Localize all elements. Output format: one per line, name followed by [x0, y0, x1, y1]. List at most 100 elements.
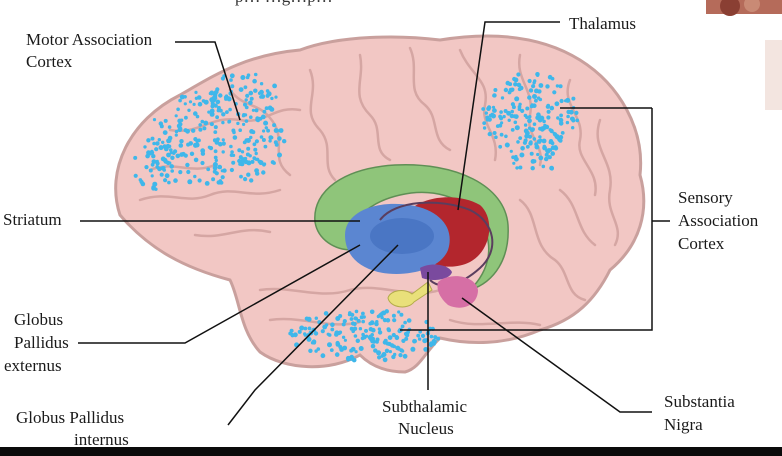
projection-dot [218, 93, 223, 98]
projection-dot [146, 138, 151, 143]
projection-dot [152, 118, 157, 122]
projection-dot [402, 353, 408, 359]
projection-dot [204, 181, 210, 186]
projection-dot [278, 128, 282, 133]
projection-dot [243, 102, 247, 107]
projection-dot [525, 144, 530, 149]
projection-dot [527, 118, 532, 124]
projection-dot [221, 112, 226, 117]
projection-dot [351, 357, 357, 363]
projection-dot [486, 106, 491, 111]
projection-dot [558, 138, 563, 143]
projection-dot [406, 318, 412, 323]
projection-dot [212, 165, 218, 171]
projection-dot [516, 82, 521, 87]
projection-dot [377, 327, 382, 331]
projection-dot [238, 87, 244, 92]
projection-dot [558, 84, 563, 89]
projection-dot [531, 84, 536, 89]
projection-dot [432, 342, 436, 346]
projection-dot [303, 333, 307, 337]
projection-dot [388, 350, 392, 354]
projection-dot [360, 336, 365, 341]
projection-dot [549, 105, 555, 111]
projection-dot [238, 162, 242, 166]
projection-dot [236, 121, 240, 126]
projection-dot [194, 142, 200, 148]
projection-dot [186, 142, 191, 147]
projection-dot [174, 133, 178, 137]
label-thalamus: Thalamus [569, 14, 637, 33]
projection-dot [178, 98, 182, 103]
projection-dot [240, 150, 245, 154]
projection-dot [254, 151, 258, 156]
projection-dot [544, 156, 549, 162]
projection-dot [229, 153, 234, 158]
projection-dots [133, 72, 580, 363]
projection-dot [193, 111, 198, 116]
projection-dot [559, 113, 563, 118]
projection-dot [345, 355, 351, 361]
projection-dot [179, 139, 184, 144]
projection-dot [158, 145, 164, 151]
label-gpe-line2: Pallidus [14, 333, 69, 352]
projection-dot [334, 332, 339, 337]
projection-dot [266, 128, 270, 133]
projection-dot [548, 139, 554, 144]
projection-dot [169, 150, 174, 155]
projection-dot [169, 164, 174, 169]
projection-dot [215, 99, 221, 105]
projection-dot [255, 171, 260, 176]
projection-dot [221, 141, 226, 146]
projection-dot [313, 331, 319, 336]
projection-dot [544, 152, 549, 157]
projection-dot [170, 169, 174, 173]
projection-dot [323, 311, 329, 316]
projection-dot [398, 353, 403, 358]
globus-pallidus-inner [370, 218, 434, 254]
projection-dot [361, 311, 365, 316]
projection-dot [229, 78, 233, 82]
projection-dot [338, 330, 343, 335]
projection-dot [499, 132, 504, 137]
projection-dot [361, 332, 365, 337]
projection-dot [198, 123, 202, 127]
projection-dot [246, 172, 251, 177]
projection-dot [189, 151, 195, 156]
projection-dot [250, 159, 255, 164]
projection-dot [238, 128, 242, 132]
projection-dot [528, 140, 533, 145]
projection-dot [216, 180, 221, 185]
projection-dot [232, 135, 238, 140]
projection-dot [176, 107, 180, 112]
projection-dot [178, 143, 184, 148]
projection-dot [218, 165, 223, 170]
projection-dot [259, 135, 264, 139]
bottom-black-bar [0, 447, 782, 456]
projection-dot [538, 135, 542, 139]
projection-dot [350, 321, 356, 326]
projection-dot [248, 90, 254, 96]
projection-dot [229, 144, 233, 149]
projection-dot [164, 173, 170, 179]
projection-dot [538, 97, 543, 102]
projection-dot [314, 316, 318, 320]
projection-dot [154, 147, 159, 152]
projection-dot [273, 128, 279, 133]
projection-dot [263, 120, 269, 126]
projection-dot [227, 119, 232, 124]
projection-dot [509, 113, 514, 119]
projection-dot [518, 136, 523, 141]
projection-dot [133, 155, 138, 160]
projection-dot [249, 96, 254, 101]
projection-dot [500, 121, 504, 125]
projection-dot [260, 114, 266, 120]
projection-dot [532, 159, 537, 164]
projection-dot [178, 170, 183, 175]
projection-dot [515, 166, 519, 170]
projection-dot [380, 315, 384, 320]
projection-dot [403, 320, 407, 325]
projection-dot [538, 83, 544, 88]
label-stn-line2: Nucleus [398, 419, 454, 438]
projection-dot [380, 354, 385, 358]
